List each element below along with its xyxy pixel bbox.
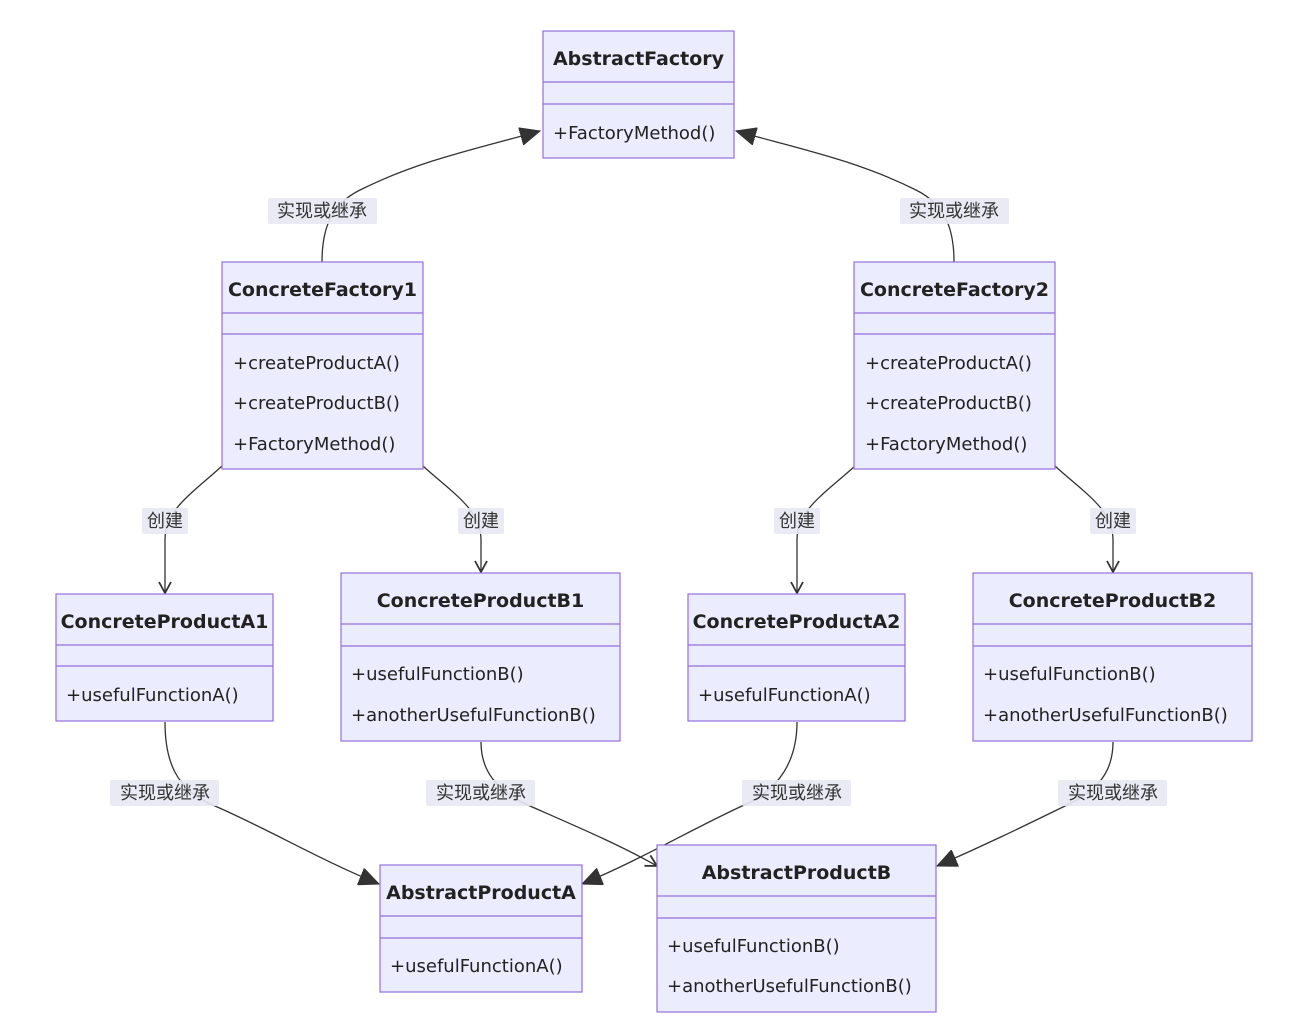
class-abstract-product-a: AbstractProductA +usefulFunctionA() <box>379 864 583 993</box>
relation-label: 实现或继承 <box>277 201 367 222</box>
class-name: ConcreteProductA2 <box>693 611 901 633</box>
class-name: ConcreteFactory2 <box>860 279 1049 301</box>
class-name: ConcreteProductB2 <box>1009 590 1217 612</box>
class-concrete-product-b1: ConcreteProductB1 +usefulFunctionB() +an… <box>340 572 621 742</box>
class-name: AbstractProductA <box>386 882 576 904</box>
class-name: ConcreteProductB1 <box>377 590 585 612</box>
class-abstract-product-b: AbstractProductB +usefulFunctionB() +ano… <box>656 844 937 1013</box>
class-method: +createProductA() <box>865 353 1032 374</box>
class-name: AbstractFactory <box>553 48 725 70</box>
class-method: +createProductB() <box>233 393 400 414</box>
relation-label: 实现或继承 <box>1068 783 1158 804</box>
class-method: +usefulFunctionB() <box>667 936 840 957</box>
class-concrete-factory2: ConcreteFactory2 +createProductA() +crea… <box>853 261 1056 470</box>
class-concrete-product-b2: ConcreteProductB2 +usefulFunctionB() +an… <box>972 572 1253 742</box>
relation-label: 实现或继承 <box>436 783 526 804</box>
class-name: ConcreteFactory1 <box>228 279 417 301</box>
class-method: +FactoryMethod() <box>865 434 1027 455</box>
class-method: +usefulFunctionB() <box>983 664 1156 685</box>
relation-cpb1-apb: 实现或继承 <box>426 741 659 867</box>
relations: 实现或继承 实现或继承 创建 创建 创建 创建 <box>110 131 1167 884</box>
class-method: +usefulFunctionA() <box>390 956 563 977</box>
relation-label: 创建 <box>1095 511 1131 532</box>
relation-cf2-cpa2: 创建 <box>774 465 856 595</box>
class-method: +anotherUsefulFunctionB() <box>667 976 912 997</box>
relation-cf1-cpb1: 创建 <box>422 465 504 574</box>
relation-label: 实现或继承 <box>752 783 842 804</box>
relation-cf1-cpa1: 创建 <box>142 465 223 595</box>
class-method: +createProductB() <box>865 393 1032 414</box>
relation-label: 实现或继承 <box>120 783 210 804</box>
class-method: +createProductA() <box>233 353 400 374</box>
class-method: +usefulFunctionB() <box>351 664 524 685</box>
relation-cf1-abstractfactory: 实现或继承 <box>268 131 540 263</box>
class-name: ConcreteProductA1 <box>61 611 269 633</box>
class-name: AbstractProductB <box>702 862 892 884</box>
class-method: +FactoryMethod() <box>233 434 395 455</box>
class-method: +anotherUsefulFunctionB() <box>983 705 1228 726</box>
class-concrete-factory1: ConcreteFactory1 +createProductA() +crea… <box>221 261 424 470</box>
class-method: +usefulFunctionA() <box>698 685 871 706</box>
relation-label: 创建 <box>147 511 183 532</box>
class-method: +anotherUsefulFunctionB() <box>351 705 596 726</box>
relation-cf2-abstractfactory: 实现或继承 <box>736 131 1009 263</box>
relation-cpb2-apb: 实现或继承 <box>937 741 1167 866</box>
relation-cf2-cpb2: 创建 <box>1054 465 1136 574</box>
relation-cpa2-apa: 实现或继承 <box>582 721 851 884</box>
relation-label: 实现或继承 <box>909 201 999 222</box>
relation-label: 创建 <box>779 511 815 532</box>
relation-cpa1-apa: 实现或继承 <box>110 721 379 884</box>
class-concrete-product-a1: ConcreteProductA1 +usefulFunctionA() <box>55 593 274 722</box>
class-concrete-product-a2: ConcreteProductA2 +usefulFunctionA() <box>687 593 906 722</box>
class-method: +FactoryMethod() <box>553 123 715 144</box>
class-abstract-factory: AbstractFactory +FactoryMethod() <box>542 30 735 159</box>
class-method: +usefulFunctionA() <box>66 685 239 706</box>
relation-label: 创建 <box>463 511 499 532</box>
